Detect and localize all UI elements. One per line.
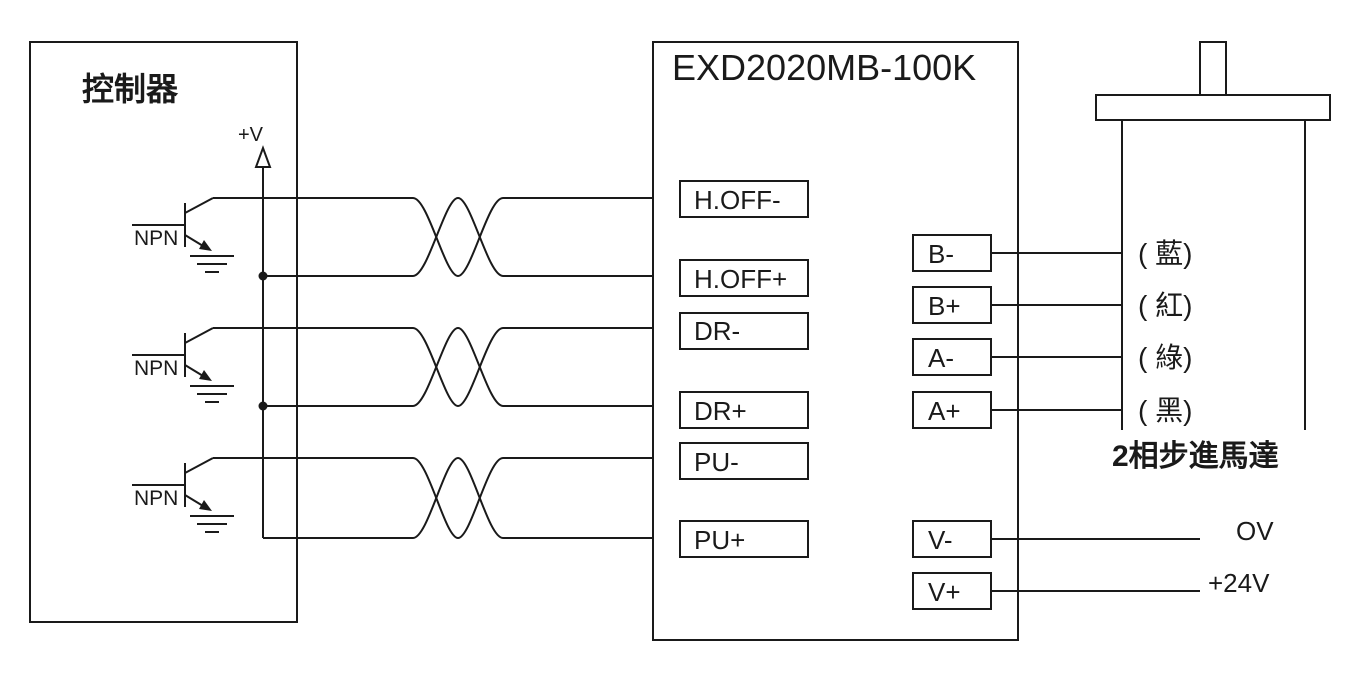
driver-title: EXD2020MB-100K (672, 47, 976, 88)
collector-line (184, 197, 214, 214)
terminal-hoff-minus (679, 180, 809, 218)
terminal-v-plus (912, 572, 992, 610)
wire-twist (412, 327, 504, 408)
terminal-hoff-plus (679, 259, 809, 297)
terminal-label: B+ (928, 291, 961, 321)
wire-twist (412, 456, 504, 539)
terminal-b-plus (912, 286, 992, 324)
terminal-label: A+ (928, 396, 961, 426)
motor-title: 2相步進馬達 (1112, 440, 1279, 473)
terminal-pu-plus (679, 520, 809, 558)
power-0v-label: OV (1236, 516, 1274, 546)
controller-title: 控制器 (82, 71, 179, 107)
npn-transistor-3: NPN (132, 457, 234, 533)
wire-twist (412, 197, 504, 278)
terminal-pu-minus (679, 442, 809, 480)
motor-shaft (1199, 41, 1227, 96)
npn-transistor-1: NPN (132, 197, 234, 273)
emitter-arrow-icon (199, 240, 212, 251)
twisted-pair-hoff (213, 196, 680, 278)
collector-line (184, 327, 214, 344)
terminal-dr-plus (679, 391, 809, 429)
stepper-motor-icon (1095, 41, 1331, 430)
twisted-pair-pu (213, 456, 680, 540)
terminal-label: DR- (694, 316, 740, 346)
wire-color-label: ( 黑) (1138, 395, 1192, 426)
wire-twist (412, 457, 504, 540)
terminal-label: H.OFF- (694, 185, 781, 215)
transistor-label: NPN (134, 227, 178, 250)
transistor-label: NPN (134, 357, 178, 380)
terminal-label: A- (928, 343, 954, 373)
motor-flange (1095, 94, 1331, 121)
collector-line (184, 457, 214, 474)
terminal-label: V- (928, 525, 953, 555)
twisted-pair-dr (213, 326, 680, 408)
wire-twist (412, 196, 504, 277)
emitter-arrow-icon (199, 500, 212, 511)
wire-color-label: ( 紅) (1138, 290, 1192, 321)
supply-voltage-label: +V (238, 124, 264, 146)
wire-color-label: ( 綠) (1138, 342, 1192, 373)
terminal-label: H.OFF+ (694, 264, 787, 294)
terminal-dr-minus (679, 312, 809, 350)
terminal-label: PU+ (694, 525, 745, 555)
wire-color-label: ( 藍) (1138, 238, 1192, 269)
terminal-label: PU- (694, 447, 739, 477)
emitter-arrow-icon (199, 370, 212, 381)
terminal-b-minus (912, 234, 992, 272)
terminal-label: DR+ (694, 396, 747, 426)
power-24v-label: +24V (1208, 568, 1270, 598)
controller-box (29, 41, 298, 623)
terminal-label: B- (928, 239, 954, 269)
wire-twist (412, 326, 504, 407)
transistor-label: NPN (134, 487, 178, 510)
npn-transistor-2: NPN (132, 327, 234, 403)
terminal-label: V+ (928, 577, 961, 607)
